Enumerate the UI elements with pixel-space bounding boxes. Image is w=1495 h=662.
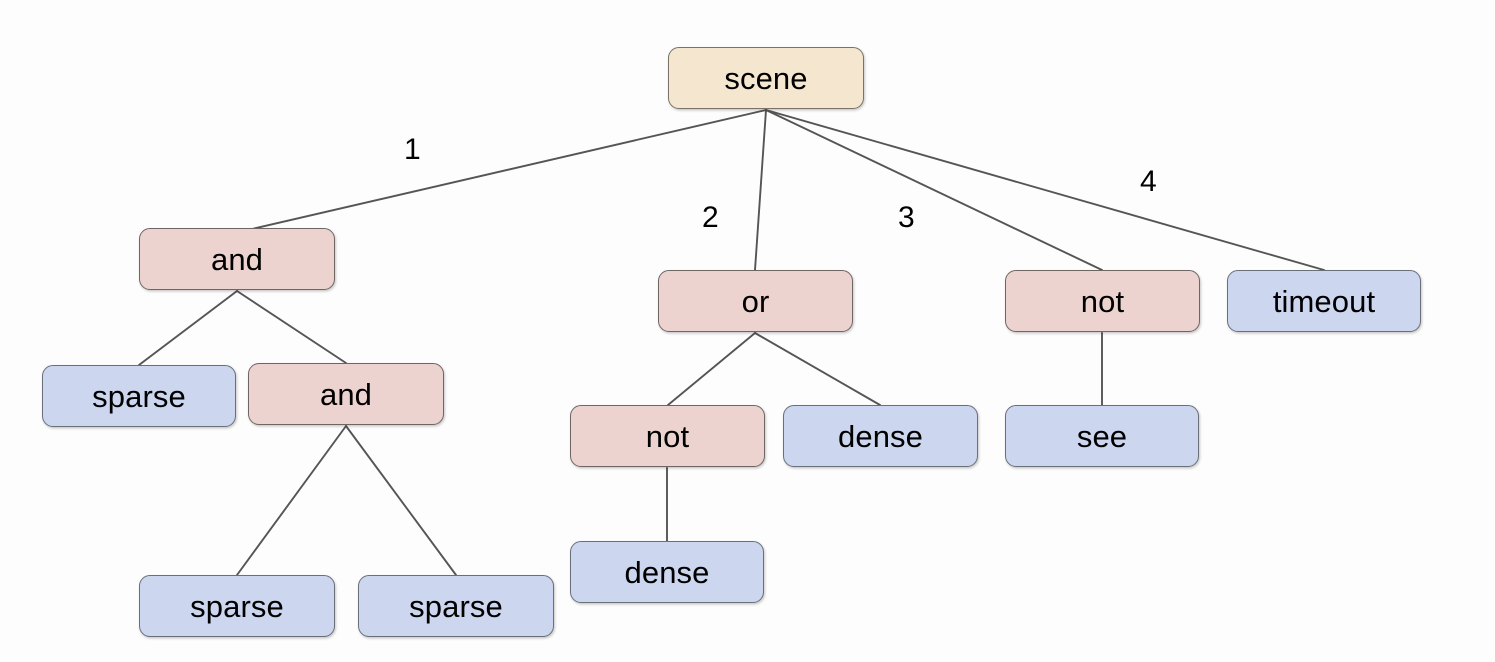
- tree-node-label: scene: [724, 60, 808, 96]
- tree-edge-or1-to-not2: [667, 332, 756, 406]
- tree-node-dense2[interactable]: dense: [570, 541, 764, 603]
- tree-node-see1[interactable]: see: [1005, 405, 1199, 467]
- tree-node-scene[interactable]: scene: [668, 47, 864, 109]
- tree-node-sparse2[interactable]: sparse: [139, 575, 335, 637]
- tree-node-label: timeout: [1272, 283, 1376, 319]
- tree-node-label: not: [645, 418, 690, 454]
- tree-node-label: sparse: [92, 378, 186, 414]
- tree-node-not2[interactable]: not: [570, 405, 765, 467]
- tree-node-label: sparse: [409, 588, 503, 624]
- tree-edge-and2-to-sparse2: [236, 425, 347, 576]
- tree-node-or1[interactable]: or: [658, 270, 853, 332]
- tree-node-label: not: [1080, 283, 1125, 319]
- tree-node-dense1[interactable]: dense: [783, 405, 978, 467]
- tree-node-sparse1[interactable]: sparse: [42, 365, 236, 427]
- edge-label-4: 4: [1140, 165, 1157, 198]
- tree-node-and1[interactable]: and: [139, 228, 335, 290]
- tree-node-label: dense: [838, 418, 923, 454]
- tree-edge-scene-to-not1: [765, 109, 1103, 271]
- tree-edge-and1-to-and2: [236, 290, 347, 364]
- tree-node-label: sparse: [190, 588, 284, 624]
- tree-node-label: see: [1076, 418, 1128, 454]
- tree-edge-scene-to-or1: [754, 109, 767, 271]
- edge-label-1: 1: [404, 133, 421, 166]
- tree-node-and2[interactable]: and: [248, 363, 444, 425]
- tree-node-label: and: [210, 241, 264, 277]
- tree-node-label: or: [741, 283, 770, 319]
- tree-node-not1[interactable]: not: [1005, 270, 1200, 332]
- tree-edge-or1-to-dense1: [754, 332, 881, 406]
- edge-label-2: 2: [702, 201, 719, 234]
- tree-edge-scene-to-timeout1: [765, 109, 1325, 271]
- tree-node-timeout1[interactable]: timeout: [1227, 270, 1421, 332]
- tree-edge-scene-to-and1: [251, 109, 767, 230]
- tree-edge-and2-to-sparse3: [345, 425, 457, 576]
- tree-edge-and1-to-sparse1: [138, 290, 238, 366]
- tree-node-label: dense: [624, 554, 710, 590]
- tree-node-label: and: [319, 376, 373, 412]
- tree-node-sparse3[interactable]: sparse: [358, 575, 554, 637]
- edge-label-3: 3: [898, 201, 915, 234]
